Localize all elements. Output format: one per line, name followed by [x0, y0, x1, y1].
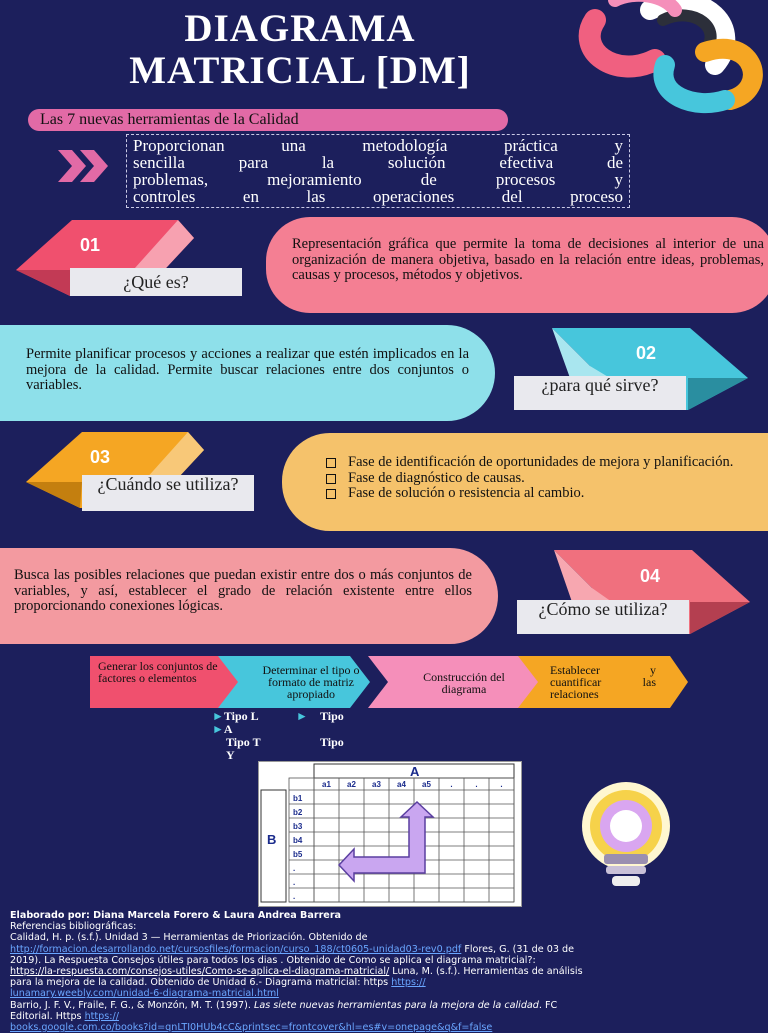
step-2: Determinar el tipo o formato de matriz a…: [262, 663, 360, 701]
matrix-col-label: .: [500, 780, 502, 789]
type-col2-b: Tipo: [320, 735, 344, 749]
matrix-row-label: b1: [293, 794, 303, 803]
ref-2-text: 2019). La Respuesta Consejos útiles para…: [10, 954, 536, 966]
section-01-text: Representación gráfica que permite la to…: [266, 217, 768, 313]
process-arrows: [90, 656, 688, 708]
intro-line: Proporcionan una metodología práctica y: [133, 136, 623, 155]
decorative-swirl-icon: [578, 0, 763, 114]
ref-4-tail: . FC: [538, 999, 558, 1011]
section-02-number: 02: [636, 343, 657, 363]
double-chevron-icon: [58, 150, 108, 182]
step-1: Generar los conjuntos de factores o elem…: [98, 659, 218, 685]
type-col2-a: Tipo: [320, 709, 344, 723]
ref-5-link-start[interactable]: https://: [84, 1010, 119, 1022]
type-a: A: [223, 722, 233, 736]
ref-3-link-start[interactable]: https://: [391, 977, 426, 989]
intro-line: controles en las operaciones del proceso: [133, 187, 623, 206]
refs-heading: Referencias bibliográficas:: [10, 921, 137, 933]
section-03-box: Fase de identificación de oportunidades …: [282, 433, 768, 531]
ref-1-link[interactable]: http://formacion.desarrollando.net/curso…: [10, 943, 462, 955]
matrix-row-label: b4: [293, 836, 303, 845]
footer-references: Elaborado por: Diana Marcela Forero & La…: [10, 910, 760, 1033]
matrix-col-label: .: [450, 780, 452, 789]
ref-4-title: Las siete nuevas herramientas para la me…: [253, 999, 539, 1011]
section-01-number: 01: [80, 235, 101, 255]
matrix-grid: A B a1 a2 a3 a4 a5... b1 b2 b3 b4 b5...: [259, 762, 521, 906]
title-line-1: DIAGRAMA: [184, 7, 416, 50]
ref-3-text: para la mejora de la calidad. Obtenido d…: [10, 977, 392, 989]
lightbulb-icon: [582, 782, 670, 886]
matrix-b-label: B: [267, 832, 276, 847]
ref-3-link[interactable]: lunamary.weebly.com/unidad-6-diagrama-ma…: [10, 988, 279, 1000]
matrix-col-label: a1: [322, 780, 331, 789]
type-t: Tipo T: [226, 735, 261, 749]
step-4: Establecer y cuantificar las relaciones: [550, 663, 656, 701]
matrix-diagram: A B a1 a2 a3 a4 a5... b1 b2 b3 b4 b5...: [258, 761, 522, 907]
matrix-col-label: a5: [422, 780, 431, 789]
intro-line: problemas, mejoramiento de procesos y: [133, 170, 623, 189]
matrix-col-label: a3: [372, 780, 381, 789]
section-02-text: Permite planificar procesos y acciones a…: [0, 325, 495, 421]
type-y: Y: [226, 748, 235, 762]
matrix-row-label: b3: [293, 822, 303, 831]
section-04-question: ¿Cómo se utiliza?: [517, 600, 689, 634]
l-arrow-icon: [337, 800, 435, 883]
matrix-col-label: .: [475, 780, 477, 789]
ref-2-link[interactable]: https://la-respuesta.com/consejos-utiles…: [10, 966, 390, 978]
ref-2-tail: Luna, M. (s.f.). Herramientas de análisi…: [389, 966, 583, 978]
title-line-2: MATRICIAL [DM]: [129, 49, 471, 92]
ref-1-text: Calidad, H. p. (s.f.). Unidad 3 — Herram…: [10, 932, 368, 944]
section-03-number: 03: [90, 447, 111, 467]
intro-line: sencilla para la solución efectiva de: [133, 153, 623, 172]
step-3: Construcción del diagrama: [423, 670, 505, 696]
matrix-row-label: .: [293, 878, 295, 887]
ref-1-tail: Flores, G. (31 de 03 de: [461, 943, 574, 955]
subtitle-bar: Las 7 nuevas herramientas de la Calidad: [28, 109, 508, 131]
ref-4-text: Barrio, J. F. V., Fraile, F. G., & Monzó…: [10, 999, 254, 1011]
bullet-item: Fase de solución o resistencia al cambio…: [322, 485, 750, 502]
page-title: DIAGRAMA MATRICIAL [DM]: [0, 8, 600, 92]
section-02-question: ¿para qué sirve?: [514, 376, 686, 410]
type-l: Tipo L: [223, 709, 259, 723]
section-04-text: Busca las posibles relaciones que puedan…: [0, 548, 498, 644]
authors: Elaborado por: Diana Marcela Forero & La…: [10, 910, 342, 921]
matrix-row-label: .: [293, 892, 295, 901]
section-01-question: ¿Qué es?: [70, 268, 242, 296]
section-03-question: ¿Cuándo se utiliza?: [82, 475, 254, 511]
matrix-row-label: b2: [293, 808, 303, 817]
matrix-row-label: b5: [293, 850, 303, 859]
matrix-a-label: A: [410, 764, 420, 779]
matrix-col-label: a4: [397, 780, 406, 789]
matrix-col-label: a2: [347, 780, 356, 789]
section-04-number: 04: [640, 566, 661, 586]
intro-box: Proporcionan una metodología práctica y …: [126, 134, 630, 208]
bullet-item: Fase de diagnóstico de causas.: [322, 470, 750, 487]
ref-5-text: Editorial. Https: [10, 1010, 85, 1022]
matrix-row-label: .: [293, 864, 295, 873]
bullet-item: Fase de identificación de oportunidades …: [322, 454, 750, 471]
